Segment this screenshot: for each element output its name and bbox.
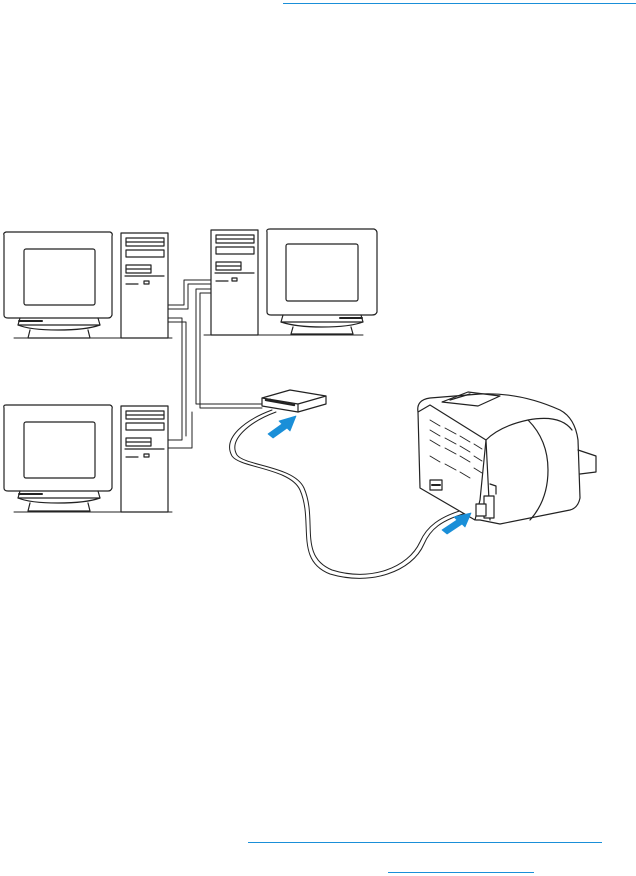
- tower-icon: [211, 230, 258, 335]
- computer-bottom-left: [4, 405, 172, 512]
- monitor-icon: [4, 405, 113, 511]
- laser-printer-icon: [418, 392, 596, 524]
- tower-icon: [121, 406, 168, 512]
- computer-top-right: [204, 229, 377, 335]
- network-hub-icon: [262, 390, 326, 412]
- computer-top-left: [4, 232, 172, 338]
- monitor-icon: [267, 229, 377, 334]
- monitor-icon: [4, 232, 113, 338]
- tower-icon: [121, 233, 168, 338]
- footer-rule-short: [388, 872, 534, 873]
- arrow-icon: [268, 416, 296, 438]
- footer-rule: [248, 842, 602, 843]
